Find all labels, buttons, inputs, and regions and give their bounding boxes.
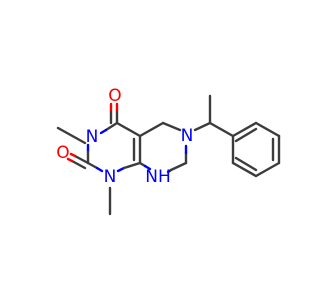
carbon-bonds — [56, 94, 281, 216]
bond-nh-c7-b — [169, 161, 188, 172]
bond-c2-o-d — [66, 157, 74, 163]
bond-c2-o-b — [69, 152, 77, 158]
hetero-bonds — [66, 102, 188, 174]
bond-ch-ph — [208, 121, 235, 138]
atom-oxygen-left: O — [56, 143, 69, 163]
atom-nitrogen-imide: N — [86, 127, 99, 147]
bond-ph1-ph2 — [231, 121, 258, 138]
bond-n1-c8a-b — [122, 161, 142, 170]
bond-c5-n6 — [161, 121, 182, 132]
bond-n3-methyl — [56, 126, 87, 145]
atom-nh: NH — [145, 167, 171, 187]
bond-ph4-ph5 — [254, 161, 281, 178]
atom-nitrogen-ring-left: N — [104, 167, 117, 187]
bond-c2-n1-b — [95, 166, 104, 173]
bond-ph5-ph6 — [231, 161, 258, 178]
atom-oxygen-top: O — [108, 86, 121, 106]
bond-c4-n3-b — [99, 128, 108, 135]
bond-c4-n3-a — [104, 121, 119, 132]
atom-nitrogen-amine: N — [181, 126, 194, 146]
bond-c8a-nh-b — [143, 164, 152, 171]
bond-c4a-c5 — [138, 121, 165, 138]
bond-ph2-ph3 — [254, 121, 281, 138]
atom-labels: O O N N N NH — [56, 86, 193, 187]
bond-c2-n1-a — [86, 161, 99, 170]
bond-n6-ch — [193, 121, 212, 132]
bond-c2-o-c — [70, 159, 87, 170]
bond-ph5-ph6-double — [234, 156, 258, 172]
bond-c2-o-a — [73, 154, 90, 165]
bond-ph1-ph2-double — [234, 127, 258, 143]
bond-c4-c4a — [115, 121, 142, 138]
molecule-structure: O O N N N NH — [56, 86, 281, 216]
